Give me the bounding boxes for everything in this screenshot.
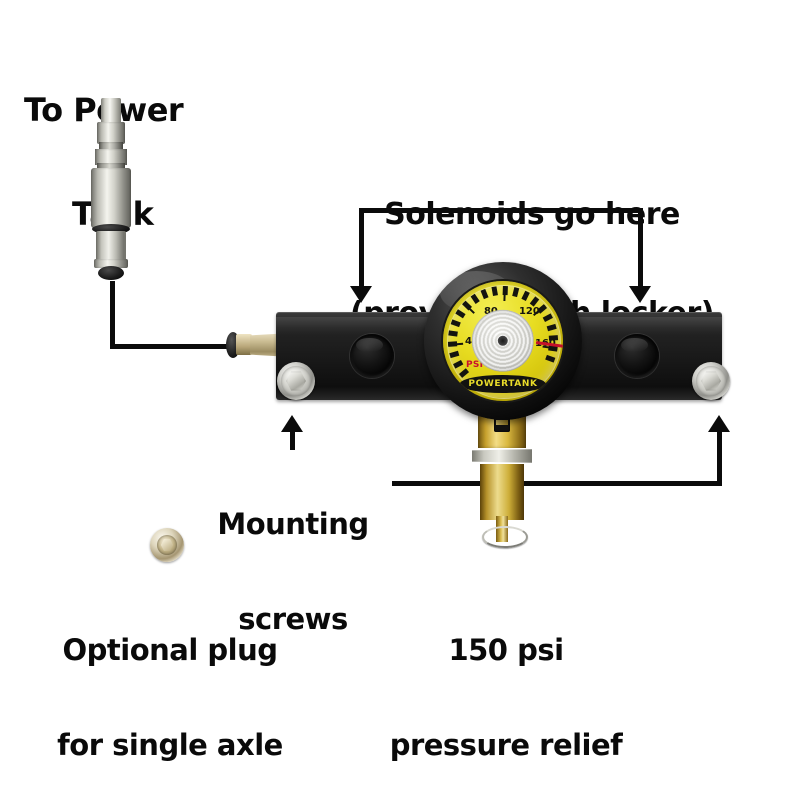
gauge-glass-rim [446,284,562,400]
quick-connect-plug [88,98,134,284]
inlet-fitting-body [236,334,252,355]
qc-shoulder [95,149,127,165]
arrow-mounting-left-icon [281,415,303,432]
arrow-mounting-right-icon [708,415,730,432]
callout-optional-plug-line1: Optional plug [62,632,279,667]
callout-optional-plug-line2: for single axle [57,727,283,762]
inlet-fitting-hex [250,333,280,357]
mounting-bolt-left [277,362,315,400]
callout-mounting-screws-line2: screws [238,601,348,636]
qc-hex-body [91,168,131,228]
qc-lower-hex [96,231,126,261]
callout-to-power-tank: To Power Tank [24,24,184,300]
leader-line-power-tank-horizontal [110,344,232,349]
qc-groove [99,142,123,151]
gauge-brand-badge: POWERTANK [459,374,547,393]
qc-oring-upper [92,224,130,234]
relief-valve-steel-hex [472,449,532,463]
callout-pressure-relief: 150 psi pressure relief [356,572,656,800]
callout-to-power-tank-line1: To Power [24,91,184,130]
leader-line-power-tank-vertical [110,281,115,349]
callout-pressure-relief-line2: pressure relief [389,727,623,762]
bolt-hex-head-right [701,371,721,391]
gauge-unit-label: PSI [465,359,484,370]
leader-line-mounting-right-horizontal [392,481,722,486]
pressure-gauge: 40 80 120 160 PSI POWERTANK [424,262,582,420]
leader-line-solenoids-top [359,208,643,213]
leader-line-mounting-right-vertical [717,428,722,486]
relief-valve-body [480,464,524,520]
callout-pressure-relief-line1: 150 psi [448,632,564,667]
qc-oring-lower [98,266,124,280]
callout-solenoids-line1: Solenoids go here [384,196,680,232]
arrow-solenoid-right-icon [629,286,651,303]
mounting-bolt-right [692,362,730,400]
gauge-number-120: 120 [518,305,540,317]
relief-valve-pull-ring [482,526,528,548]
solenoid-port-left [350,334,394,378]
callout-mounting-screws-line1: Mounting [217,506,369,541]
gauge-hub [471,309,535,373]
bolt-hex-head-left [286,371,306,391]
pressure-relief-valve [466,398,538,550]
leader-line-solenoids-right-stem [638,208,643,288]
optional-port-plug [150,528,184,562]
qc-groove-2 [97,163,125,170]
solenoid-port-right [615,334,659,378]
qc-collar [94,259,128,268]
qc-tip [101,98,121,124]
arrow-solenoid-left-icon [350,286,372,303]
callout-optional-plug: Optional plug for single axle installs [20,572,320,800]
leader-line-mounting-left-stem [290,428,295,450]
gauge-dial-face: 40 80 120 160 PSI POWERTANK [442,280,564,402]
gauge-brand-label: POWERTANK [468,378,538,389]
inlet-fitting [226,326,284,364]
callout-mounting-screws: Mounting screws [200,446,386,698]
qc-nose [97,122,125,144]
optional-plug-hex-socket [160,539,174,551]
leader-line-solenoids-left-stem [359,208,364,288]
